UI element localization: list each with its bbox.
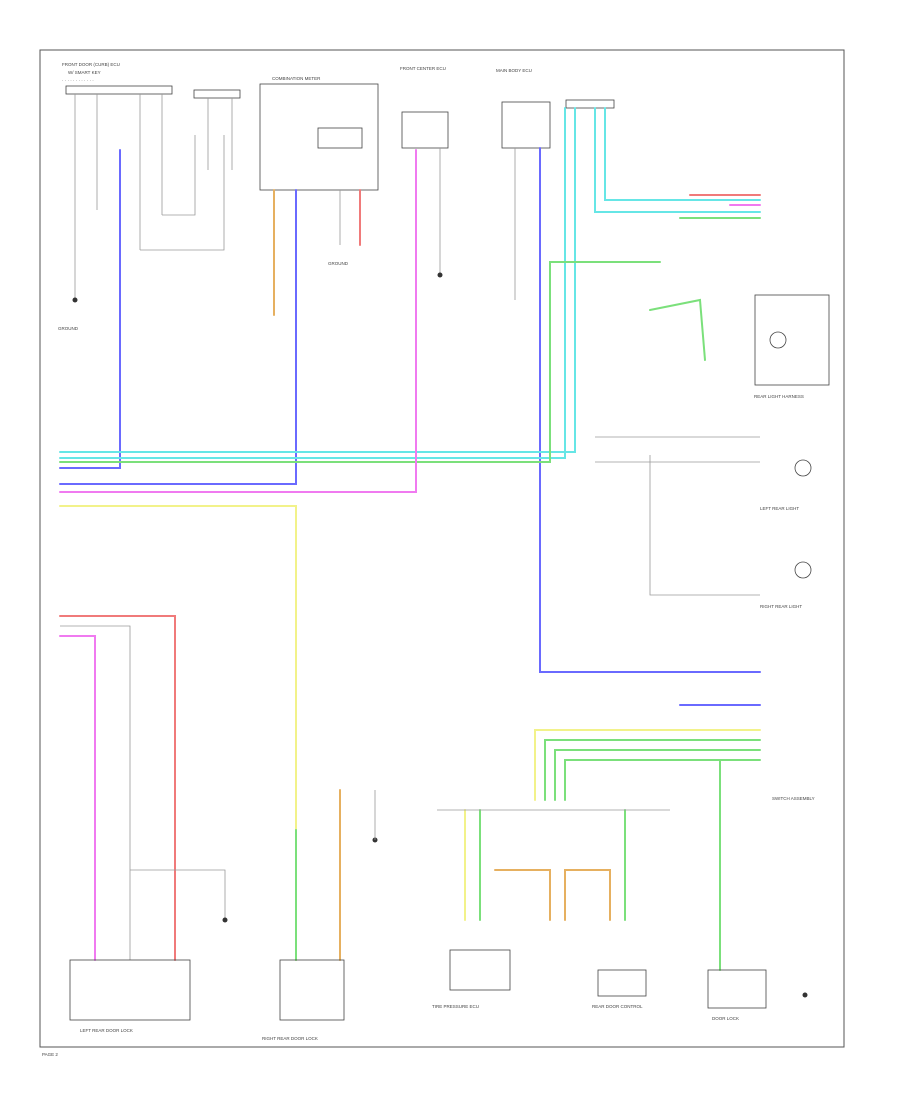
wire-green-6	[564, 759, 761, 801]
front-center-ecu	[401, 111, 449, 149]
left-rear-door-lock-label: LEFT REAR DOOR LOCK	[80, 1028, 133, 1033]
rear-light-bulb-icon	[769, 331, 787, 349]
door-lock-label: DOOR LOCK	[712, 1016, 739, 1021]
ground-1	[72, 297, 78, 303]
ground-bottom-1	[222, 917, 228, 923]
wire-magenta-2	[59, 635, 96, 961]
wire-cyan-3	[594, 107, 761, 213]
wire-green-5	[554, 749, 761, 801]
front-center-ecu-label: FRONT CENTER ECU	[400, 66, 446, 71]
connector-note: · · · · · · · · · · · ·	[62, 78, 94, 83]
wire-blue-2	[59, 189, 297, 485]
right-rear-light-label: RIGHT REAR LIGHT	[760, 604, 802, 609]
wire-blue-long	[539, 147, 761, 673]
switch-assembly-label: SWITCH ASSEMBLY	[772, 796, 815, 801]
combination-meter-label: COMBINATION METER	[272, 76, 321, 81]
top-left-connector-label: FRONT DOOR (CURB) ECU	[62, 62, 120, 67]
wire-yellow-1	[59, 505, 297, 961]
wire-cyan-4	[604, 107, 761, 201]
wire-magenta-1	[59, 149, 417, 493]
ground-fc	[437, 272, 443, 278]
wire-right-3	[649, 455, 760, 596]
wiring-harness	[59, 107, 761, 971]
rear-light-assembly	[754, 294, 830, 386]
right-rear-door-lock	[279, 959, 345, 1021]
wire-orange-2	[494, 869, 551, 921]
wire-green-2	[649, 298, 706, 361]
wire-red-1	[59, 615, 176, 961]
meter-ground-label: GROUND	[328, 261, 349, 266]
wire-gray-6	[162, 135, 196, 216]
right-side-group: REAR LIGHT HARNESS LEFT REAR LIGHT RIGHT…	[595, 294, 830, 801]
rear-door-control-label: REAR DOOR CONTROL	[592, 1004, 643, 1009]
ground-1-label: GROUND	[58, 326, 79, 331]
wire-green-4	[544, 739, 761, 801]
right-rear-light-bulb-icon	[794, 561, 812, 579]
wire-yellow-2	[534, 729, 761, 801]
ground-bottom-2	[802, 992, 808, 998]
wire-cyan-1	[59, 107, 576, 453]
combination-meter	[259, 83, 379, 191]
diagram-frame	[39, 49, 845, 1048]
bottom-blocks: LEFT REAR DOOR LOCK RIGHT REAR DOOR LOCK…	[69, 790, 808, 1041]
left-rear-door-lock	[69, 959, 191, 1021]
door-lock-module	[707, 969, 767, 1009]
right-rear-door-lock-label: RIGHT REAR DOOR LOCK	[262, 1036, 318, 1041]
main-body-ecu	[501, 101, 551, 149]
top-left-connector-group: FRONT DOOR (CURB) ECU W/ SMART KEY · · ·…	[58, 62, 241, 331]
wire-blue-1	[59, 149, 121, 469]
wire-cyan-2	[59, 107, 566, 459]
top-connector-2	[193, 89, 241, 99]
top-left-connector	[65, 85, 173, 95]
tire-pressure-ecu	[449, 949, 511, 991]
main-body-ecu-group: MAIN BODY ECU	[496, 68, 615, 300]
combination-meter-group: COMBINATION METER GROUND	[259, 76, 379, 266]
front-center-ecu-group: FRONT CENTER ECU	[400, 66, 449, 278]
wire-gray-5	[140, 135, 225, 251]
wire-gray-left	[60, 625, 131, 960]
wire-green-1	[59, 261, 661, 463]
rear-door-control	[597, 969, 647, 997]
top-left-connector-sublabel: W/ SMART KEY	[68, 70, 101, 75]
main-body-ecu-label: MAIN BODY ECU	[496, 68, 532, 73]
rear-light-harness-label: REAR LIGHT HARNESS	[754, 394, 804, 399]
left-rear-light-bulb-icon	[794, 459, 812, 477]
mb-connector	[565, 99, 615, 109]
meter-inner	[317, 127, 363, 149]
wire-gray-left-2	[130, 869, 226, 920]
tire-pressure-ecu-label: TIRE PRESSURE ECU	[432, 1004, 479, 1009]
left-rear-light-label: LEFT REAR LIGHT	[760, 506, 799, 511]
page-reference: PAGE 2	[42, 1052, 58, 1057]
wire-orange-3	[564, 869, 611, 921]
